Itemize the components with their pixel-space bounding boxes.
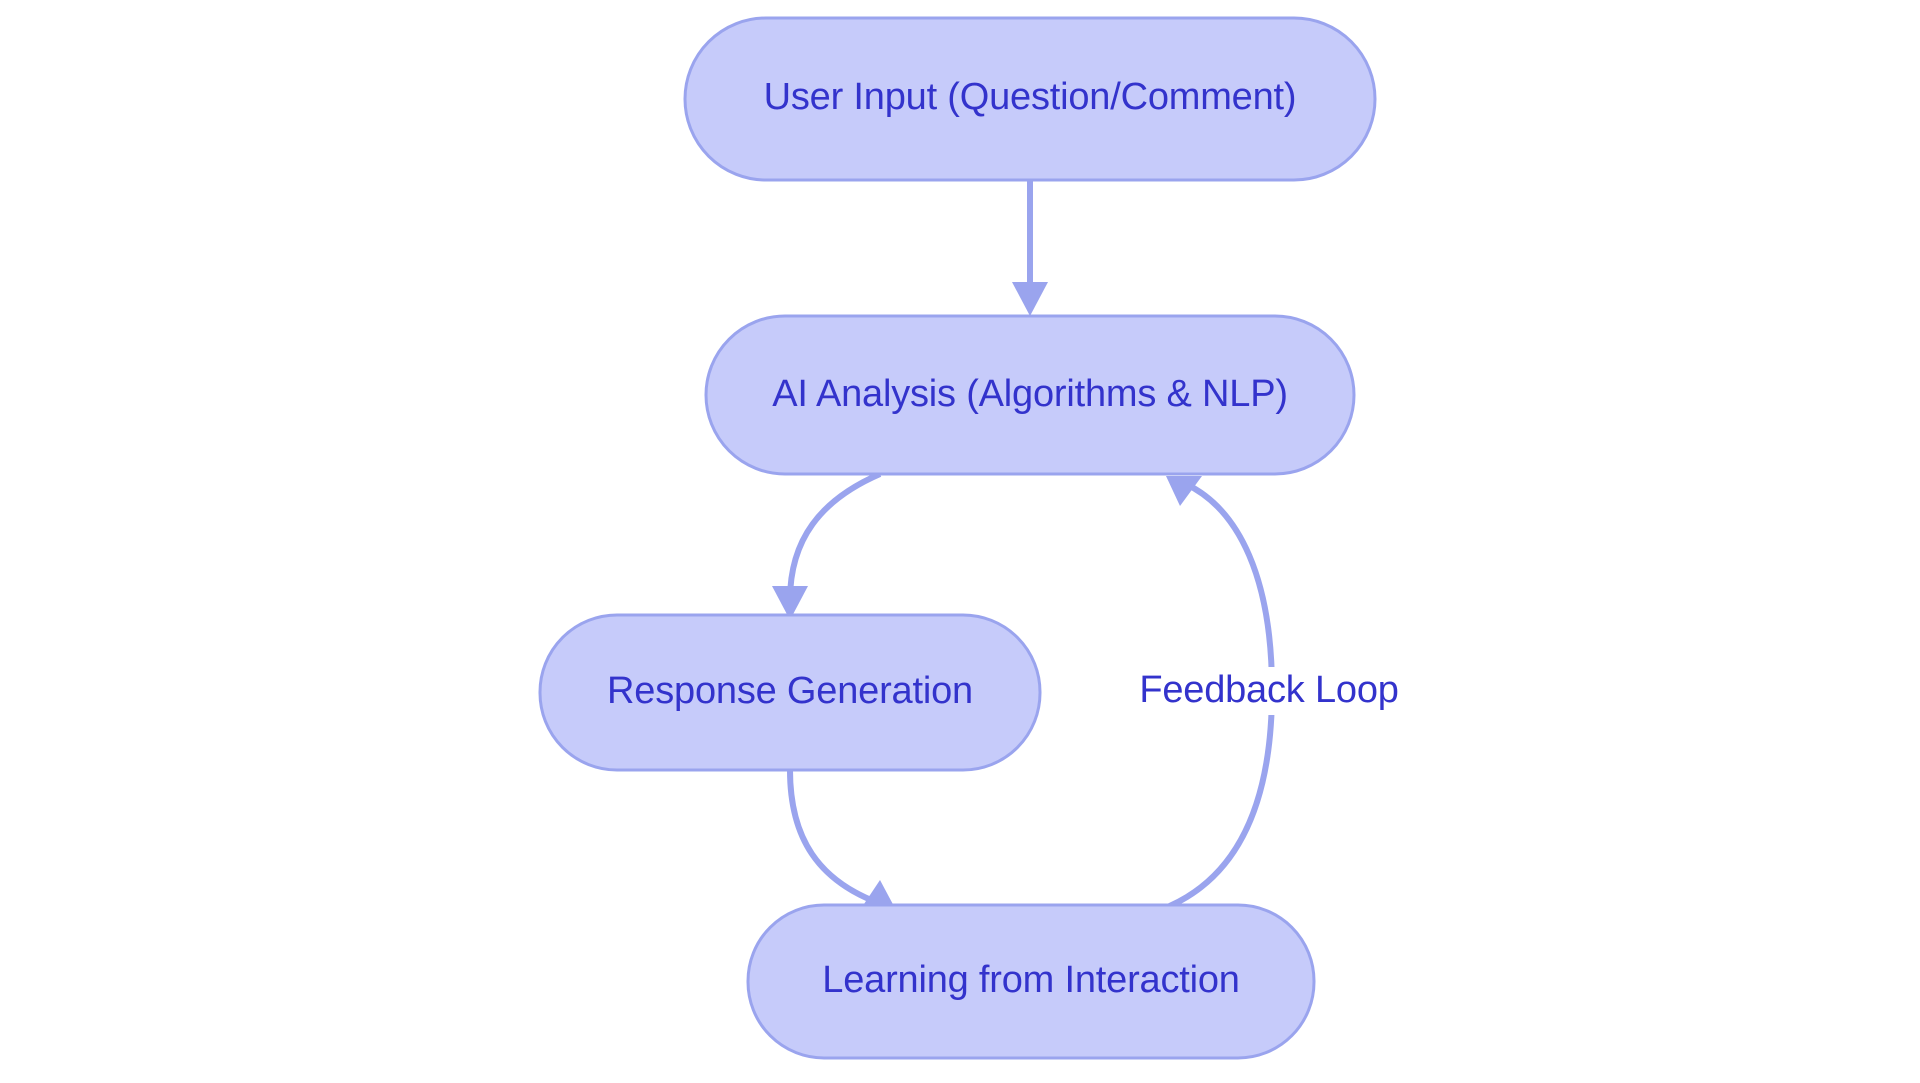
node-learning-from-interaction[interactable]: Learning from Interaction: [746, 903, 1316, 1060]
arrowhead-icon: [860, 880, 896, 910]
edge-response-generation-to-learning: [787, 769, 896, 910]
edge-user-input-to-ai-analysis: [1012, 180, 1048, 316]
arrowhead-icon: [772, 586, 808, 620]
edge-label-text: Feedback Loop: [1139, 669, 1398, 711]
node-label: Response Generation: [607, 670, 973, 712]
edge-line: [787, 471, 882, 601]
edge-line: [787, 769, 878, 905]
node-shape: [683, 16, 1377, 182]
node-shape: [538, 613, 1042, 772]
node-label: AI Analysis (Algorithms & NLP): [772, 373, 1288, 415]
node-label: Learning from Interaction: [822, 959, 1239, 1001]
edge-ai-analysis-to-response-generation: [772, 471, 882, 620]
node-shape: [704, 314, 1356, 476]
node-label: User Input (Question/Comment): [764, 76, 1297, 118]
node-user-input[interactable]: User Input (Question/Comment): [683, 16, 1377, 182]
node-shape: [746, 903, 1316, 1060]
node-response-generation[interactable]: Response Generation: [538, 613, 1042, 772]
edge-label-background: [1128, 667, 1410, 715]
arrowhead-icon: [1012, 282, 1048, 316]
arrowhead-icon: [1166, 476, 1202, 506]
edge-label-feedback-loop: Feedback Loop: [1128, 667, 1410, 715]
node-ai-analysis[interactable]: AI Analysis (Algorithms & NLP): [704, 314, 1356, 476]
